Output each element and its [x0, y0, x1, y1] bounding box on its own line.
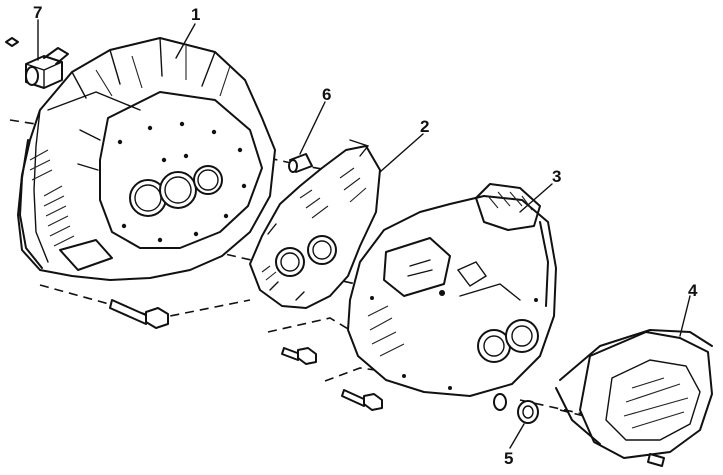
- callout-4: 4: [688, 281, 698, 300]
- callout-leaders: [37, 19, 691, 449]
- callout-1: 1: [191, 5, 201, 24]
- intermediate-plate: [249, 139, 381, 309]
- transmission-case: [347, 183, 557, 397]
- oil-seal: [493, 393, 539, 424]
- case-bolt: [341, 389, 383, 411]
- plate-bolt: [281, 347, 317, 365]
- dowel-pin: [288, 153, 313, 173]
- release-shaft-bushing: [5, 37, 69, 89]
- callout-7: 7: [33, 3, 43, 22]
- callout-2: 2: [420, 117, 430, 136]
- callout-3: 3: [552, 167, 562, 186]
- housing-bolt: [109, 299, 169, 329]
- clutch-housing: [17, 37, 276, 281]
- end-cover: [555, 329, 713, 467]
- callout-6: 6: [322, 85, 332, 104]
- callout-5: 5: [504, 449, 514, 468]
